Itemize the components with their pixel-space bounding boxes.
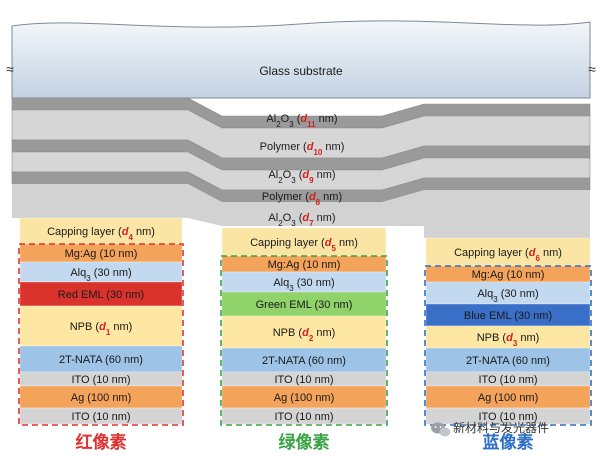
pixel-outline [424, 265, 592, 426]
break-mark-right: ≈ [588, 61, 596, 77]
encapsulation-label: Al2O3 (d7 nm) [268, 212, 335, 228]
pixel-layer [425, 347, 591, 373]
pixel-layer-label: NPB (d1 nm) [70, 321, 133, 337]
pixel-layer-label: NPB (d2 nm) [273, 327, 336, 343]
encapsulation-stack: Al2O3 (d11 nm) Polymer (d10 nm) Al2O3 (d9 … [11, 97, 591, 238]
pixel-title: 红像素 [76, 432, 127, 453]
pixel-layer-label: Green EML (30 nm) [256, 299, 353, 311]
pixel-layer-label: Capping layer (d6 nm) [454, 247, 562, 263]
watermark-text: 新材料与发光器件 [453, 420, 549, 435]
pixel-layer-label: ITO (10 nm) [274, 411, 333, 423]
pixel-layer-label: ITO (10 nm) [71, 374, 130, 386]
pixel-layer-label: NPB (d3 nm) [477, 332, 540, 348]
encapsulation-label: Al2O3 (d9 nm) [268, 169, 335, 185]
pixel-layer-label: Mg:Ag (10 nm) [65, 248, 138, 260]
break-mark-left: ≈ [6, 61, 14, 77]
pixel-layer [19, 281, 183, 307]
pixel-layer [221, 315, 387, 349]
pixel-layer [221, 407, 387, 425]
glass-substrate-label: Glass substrate [259, 64, 343, 78]
watermark: 新材料与发光器件 [431, 420, 549, 437]
pixel-layer-label: Red EML (30 nm) [58, 289, 144, 301]
encapsulation-base [12, 184, 590, 238]
pixel-outline [220, 255, 388, 426]
pixel-layer [19, 305, 183, 347]
pixel-layer [19, 407, 183, 425]
pixel-layer [19, 217, 183, 245]
pixel-layer-label: ITO (10 nm) [478, 411, 537, 423]
pixel-1: Capping layer (d5 nm) Mg:Ag (10 nm) Alq3 (… [220, 227, 388, 453]
pixel-layer [221, 227, 387, 257]
pixel-layer-label: Capping layer (d4 nm) [47, 226, 155, 242]
pixel-layer [19, 345, 183, 373]
pixel-layer-label: ITO (10 nm) [71, 411, 130, 423]
encapsulation-label: Polymer (d10 nm) [260, 141, 345, 157]
pixel-layer-label: Ag (100 nm) [478, 392, 539, 404]
pixel-layer-label: Capping layer (d5 nm) [250, 237, 358, 253]
pixel-layer-label: 2T-NATA (60 nm) [262, 355, 346, 367]
pixel-layer-label: ITO (10 nm) [478, 374, 537, 386]
pixel-stacks: Capping layer (d4 nm) Mg:Ag (10 nm) Alq3 (… [18, 217, 592, 453]
pixel-layer-label: Ag (100 nm) [71, 392, 132, 404]
pixel-outline [18, 243, 184, 426]
wechat-icon [431, 422, 451, 437]
pixel-layer-label: Alq3 (30 nm) [477, 288, 538, 304]
pixel-layer [221, 291, 387, 317]
encapsulation-label: Polymer (d8 nm) [262, 191, 342, 207]
pixel-title: 绿像素 [279, 432, 330, 453]
pixel-layer-label: Alq3 (30 nm) [273, 277, 334, 293]
pixel-layer-label: Mg:Ag (10 nm) [472, 269, 545, 281]
pixel-2: Capping layer (d6 nm) Mg:Ag (10 nm) Alq3 (… [424, 237, 592, 453]
pixel-title: 蓝像素 [483, 433, 534, 453]
pixel-layer [425, 407, 591, 425]
pixel-layer [425, 237, 591, 267]
glass-substrate: Glass substrate ≈ ≈ [6, 20, 596, 99]
pixel-layer-label: Ag (100 nm) [274, 392, 335, 404]
pixel-0: Capping layer (d4 nm) Mg:Ag (10 nm) Alq3 (… [18, 217, 184, 453]
pixel-layer-label: Alq3 (30 nm) [70, 267, 131, 283]
pixel-layer-label: Mg:Ag (10 nm) [268, 259, 341, 271]
pixel-layer-label: 2T-NATA (60 nm) [466, 355, 550, 367]
pixel-layer-label: Blue EML (30 nm) [464, 310, 552, 322]
pixel-layer-label: 2T-NATA (60 nm) [59, 354, 143, 366]
encapsulation-label: Al2O3 (d11 nm) [266, 113, 337, 129]
pixel-layer-label: ITO (10 nm) [274, 374, 333, 386]
